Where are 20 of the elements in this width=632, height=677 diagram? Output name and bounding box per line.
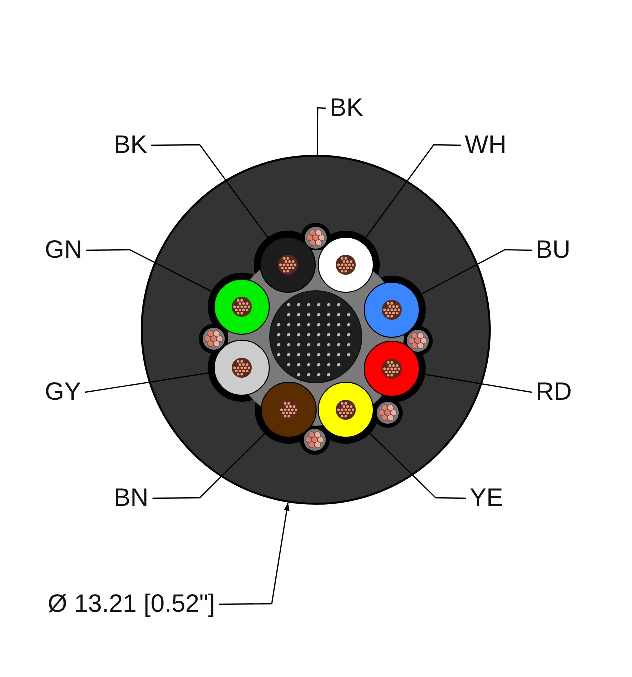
- insulated-wire: [261, 382, 317, 438]
- wire-color-label: WH: [465, 133, 507, 158]
- insulated-wire: [214, 340, 270, 396]
- insulated-wire: [364, 282, 420, 338]
- insulated-wire: [364, 341, 420, 397]
- insulated-wire: [318, 382, 374, 438]
- insulated-wire: [260, 237, 316, 293]
- leader-line: [316, 107, 326, 156]
- wire-color-label: YE: [470, 486, 504, 511]
- wire-color-label: GY: [45, 380, 82, 405]
- wire-color-label: BN: [114, 486, 149, 511]
- wire-color-label: BU: [536, 238, 571, 263]
- wire-color-label: RD: [536, 380, 572, 405]
- wire-color-label: BK: [114, 133, 148, 158]
- insulated-wire: [318, 237, 374, 293]
- wire-color-label: BK: [330, 96, 364, 121]
- diameter-label: Ø 13.21 [0.52"]: [48, 592, 216, 617]
- wire-color-label: GN: [45, 238, 82, 263]
- insulated-wire: [214, 279, 270, 335]
- leader-arrow: [219, 502, 290, 606]
